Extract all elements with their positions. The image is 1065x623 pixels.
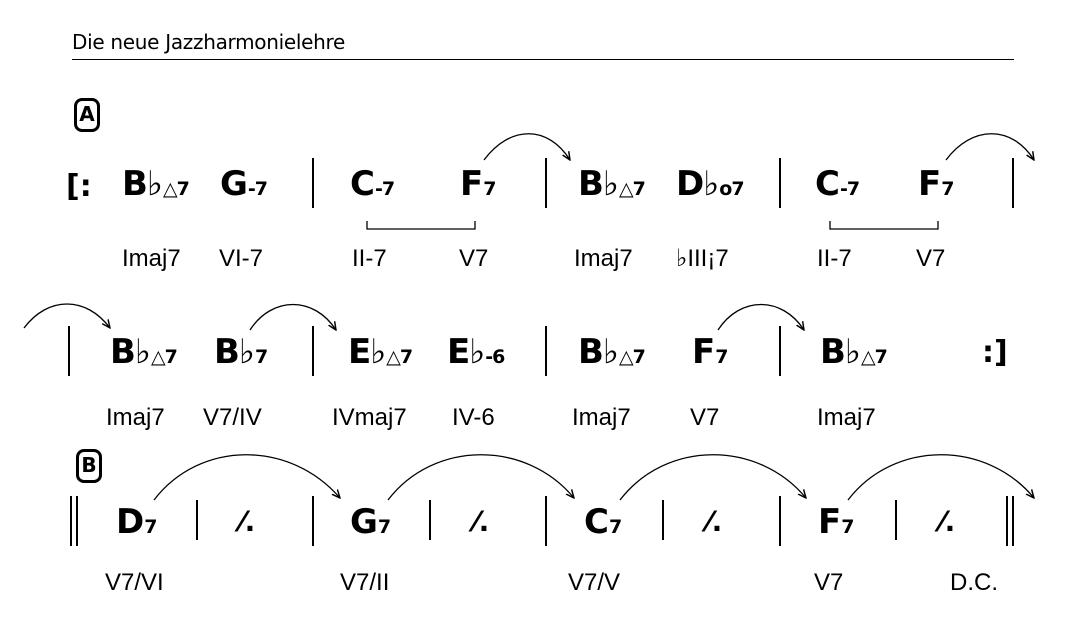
simile-sign: ⁄. <box>474 505 490 538</box>
function-label: Imaj7 <box>106 404 165 431</box>
resolution-arrow <box>847 454 1034 501</box>
header-rule <box>72 59 1014 60</box>
barline <box>429 500 431 540</box>
function-label: IV-6 <box>452 404 495 431</box>
section-a-label: A <box>74 98 100 132</box>
function-label: V7/VI <box>105 569 164 596</box>
page-header-title: Die neue Jazzharmonielehre <box>72 30 345 54</box>
chord-r1-5: B♭△7 <box>578 164 646 204</box>
ii-v-bracket <box>829 221 939 230</box>
chord-r2-1: B♭△7 <box>110 332 178 372</box>
barline <box>779 158 781 208</box>
chord-r3-4: F7 <box>818 502 854 542</box>
resolution-arrow <box>153 454 340 501</box>
repeat-start-sign: [: <box>66 169 92 204</box>
chord-r3-3: C7 <box>584 502 622 542</box>
ii-v-bracket <box>366 221 476 230</box>
chord-r2-5: B♭△7 <box>578 332 646 372</box>
chord-r2-7: B♭△7 <box>820 332 888 372</box>
resolution-arrow <box>249 303 336 331</box>
chord-r2-6: F7 <box>692 332 728 372</box>
barline <box>196 500 198 540</box>
barline <box>312 496 314 546</box>
chord-r1-7: C-7 <box>815 164 860 204</box>
chord-r2-4: E♭-6 <box>447 332 505 372</box>
function-label: V7/IV <box>203 404 262 431</box>
resolution-arrow <box>945 133 1034 160</box>
function-label: Imaj7 <box>572 404 631 431</box>
function-label: Imaj7 <box>122 245 181 272</box>
double-barline-left <box>76 496 78 546</box>
barline <box>68 326 70 376</box>
chord-r1-8: F7 <box>918 164 954 204</box>
resolution-arrow <box>387 454 574 501</box>
chord-r1-4: F7 <box>460 164 496 204</box>
barline <box>545 496 547 546</box>
chord-r2-2: B♭7 <box>214 332 268 372</box>
function-label: ♭III¡7 <box>676 245 729 272</box>
double-barline-right <box>1012 496 1014 546</box>
resolution-arrow <box>619 454 806 501</box>
barline <box>545 158 547 208</box>
function-label: V7 <box>459 245 489 272</box>
function-label: VI-7 <box>219 245 264 272</box>
barline <box>662 500 664 540</box>
section-b-label: B <box>76 449 102 483</box>
chord-r1-2: G-7 <box>220 164 268 204</box>
double-barline-right <box>1006 496 1008 546</box>
function-label: II-7 <box>352 245 387 272</box>
barline <box>312 326 314 376</box>
resolution-arrow <box>23 303 110 328</box>
function-label: V7 <box>814 569 844 596</box>
barline <box>779 496 781 546</box>
resolution-arrow <box>483 133 570 160</box>
function-label: II-7 <box>817 245 852 272</box>
chord-r3-1: D7 <box>116 502 157 542</box>
chord-r3-2: G7 <box>350 502 391 542</box>
simile-sign: ⁄. <box>707 505 723 538</box>
barline <box>779 326 781 376</box>
simile-sign: ⁄. <box>940 505 956 538</box>
function-label: V7/V <box>568 569 621 596</box>
barline <box>895 500 897 540</box>
resolution-arrow <box>717 303 804 331</box>
barline <box>545 326 547 376</box>
repeat-end-sign: :] <box>982 335 1008 370</box>
barline <box>1012 158 1014 208</box>
function-label: D.C. <box>950 569 998 596</box>
chord-r1-6: D♭o7 <box>676 164 745 204</box>
chord-r1-1: B♭△7 <box>122 164 190 204</box>
function-label: V7 <box>916 245 946 272</box>
function-label: Imaj7 <box>574 245 633 272</box>
function-label: V7 <box>690 404 720 431</box>
barline <box>312 158 314 208</box>
simile-sign: ⁄. <box>240 505 256 538</box>
chord-r1-3: C-7 <box>350 164 395 204</box>
function-label: V7/II <box>340 569 390 596</box>
double-barline-left <box>70 496 72 546</box>
function-label: IVmaj7 <box>332 404 407 431</box>
chord-r2-3: E♭△7 <box>348 332 413 372</box>
function-label: Imaj7 <box>817 404 876 431</box>
